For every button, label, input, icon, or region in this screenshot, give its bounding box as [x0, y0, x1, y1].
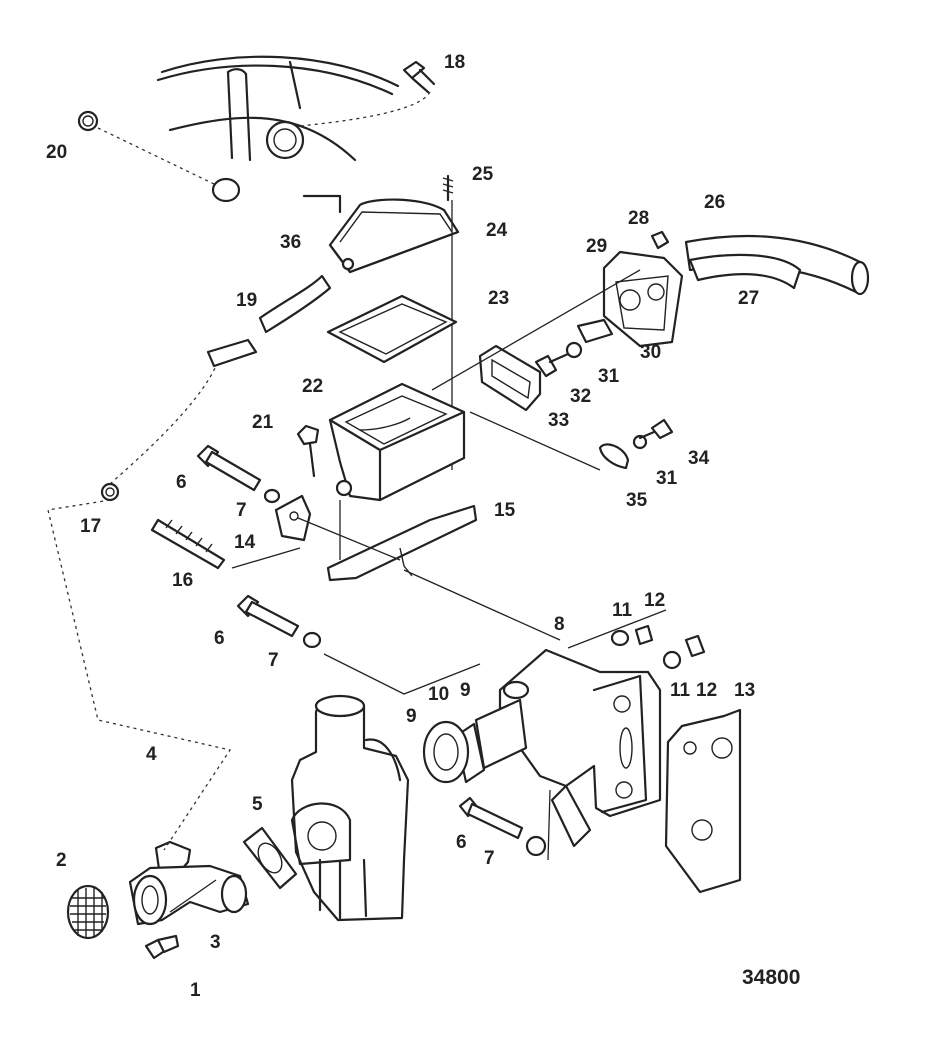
callout-6-lower: 6	[456, 832, 467, 853]
part-13-gasket	[664, 708, 742, 894]
callout-18: 18	[444, 52, 465, 73]
part-1-screw	[144, 934, 180, 960]
callout-2: 2	[56, 850, 67, 871]
callout-23: 23	[488, 288, 509, 309]
part-22-bowl	[328, 382, 466, 502]
part-15-plate	[326, 504, 478, 582]
part-18-bolt	[299, 60, 436, 127]
callout-12-second: 12	[696, 680, 717, 701]
callout-4: 4	[146, 744, 157, 765]
leader-lines	[47, 269, 667, 913]
part-17-nut	[100, 482, 120, 502]
callout-6: 6	[176, 472, 187, 493]
part-29-pump-cover	[602, 230, 684, 348]
part-23-gasket	[326, 294, 458, 364]
callout-11-second: 11	[670, 680, 691, 701]
part-8-manifold	[498, 648, 662, 848]
callout-5: 5	[252, 794, 263, 815]
part-6-bolt-upper	[196, 444, 281, 504]
callout-31: 31	[598, 366, 620, 387]
part-30-diaphragm	[576, 318, 614, 344]
callout-7: 7	[236, 500, 247, 521]
cowl-outline	[156, 55, 400, 162]
part-34-screw	[638, 418, 674, 440]
callout-13: 13	[734, 680, 755, 701]
part-35-clip	[598, 443, 630, 470]
callout-24: 24	[486, 220, 508, 241]
callout-25: 25	[472, 164, 494, 185]
callout-31-second: 31	[656, 468, 678, 489]
part-6-bolt-middle	[236, 594, 322, 649]
callout-6-middle: 6	[214, 628, 225, 649]
callout-17: 17	[80, 516, 101, 537]
callout-1: 1	[190, 980, 201, 1001]
callout-19: 19	[236, 290, 257, 311]
callout-34: 34	[688, 448, 710, 469]
callout-16: 16	[172, 570, 193, 591]
callout-26: 26	[704, 192, 725, 213]
callout-33: 33	[548, 410, 569, 431]
part-21-screw	[296, 424, 320, 478]
part-9-10-reed-assembly	[422, 698, 528, 784]
part-2-screen	[66, 884, 110, 940]
part-11-12-fasteners	[610, 624, 706, 670]
part-16-stud	[150, 518, 226, 570]
callout-7-lower: 7	[484, 848, 495, 869]
part-6-bolt-lower	[458, 796, 547, 857]
callout-9: 9	[406, 706, 417, 727]
part-26-27-hoses	[684, 234, 870, 296]
part-5-gasket	[242, 826, 298, 890]
callout-9-second: 9	[460, 680, 471, 701]
callout-36: 36	[280, 232, 301, 253]
part-19-hose	[206, 274, 332, 368]
part-31-washer	[565, 341, 648, 450]
callout-labels: 1 2 3 4 5 6 7 8 9 10 11 12 13 14 15 16 1…	[46, 52, 800, 1001]
part-3-silencer	[128, 864, 250, 926]
callout-35: 35	[626, 490, 648, 511]
part-33-gasket	[478, 344, 542, 412]
callout-30: 30	[640, 342, 661, 363]
callout-3: 3	[210, 932, 221, 953]
callout-32: 32	[570, 386, 591, 407]
callout-20: 20	[46, 142, 67, 163]
part-32-screw	[534, 352, 570, 378]
part-20-plug	[77, 110, 241, 203]
callout-10: 10	[428, 684, 449, 705]
carburetor-body	[290, 694, 410, 922]
part-14-bracket	[274, 494, 312, 542]
callout-27: 27	[738, 288, 759, 309]
callout-21: 21	[252, 412, 274, 433]
callout-28: 28	[628, 208, 649, 229]
callout-12: 12	[644, 590, 665, 611]
callout-15: 15	[494, 500, 516, 521]
callout-29: 29	[586, 236, 607, 257]
callout-22: 22	[302, 376, 323, 397]
part-24-cover	[328, 198, 460, 274]
callout-11: 11	[612, 600, 633, 621]
diagram-reference-number: 34800	[742, 966, 800, 989]
part-36-clip	[302, 194, 342, 214]
callout-7-middle: 7	[268, 650, 279, 671]
callout-14: 14	[234, 532, 256, 553]
callout-8: 8	[554, 614, 565, 635]
